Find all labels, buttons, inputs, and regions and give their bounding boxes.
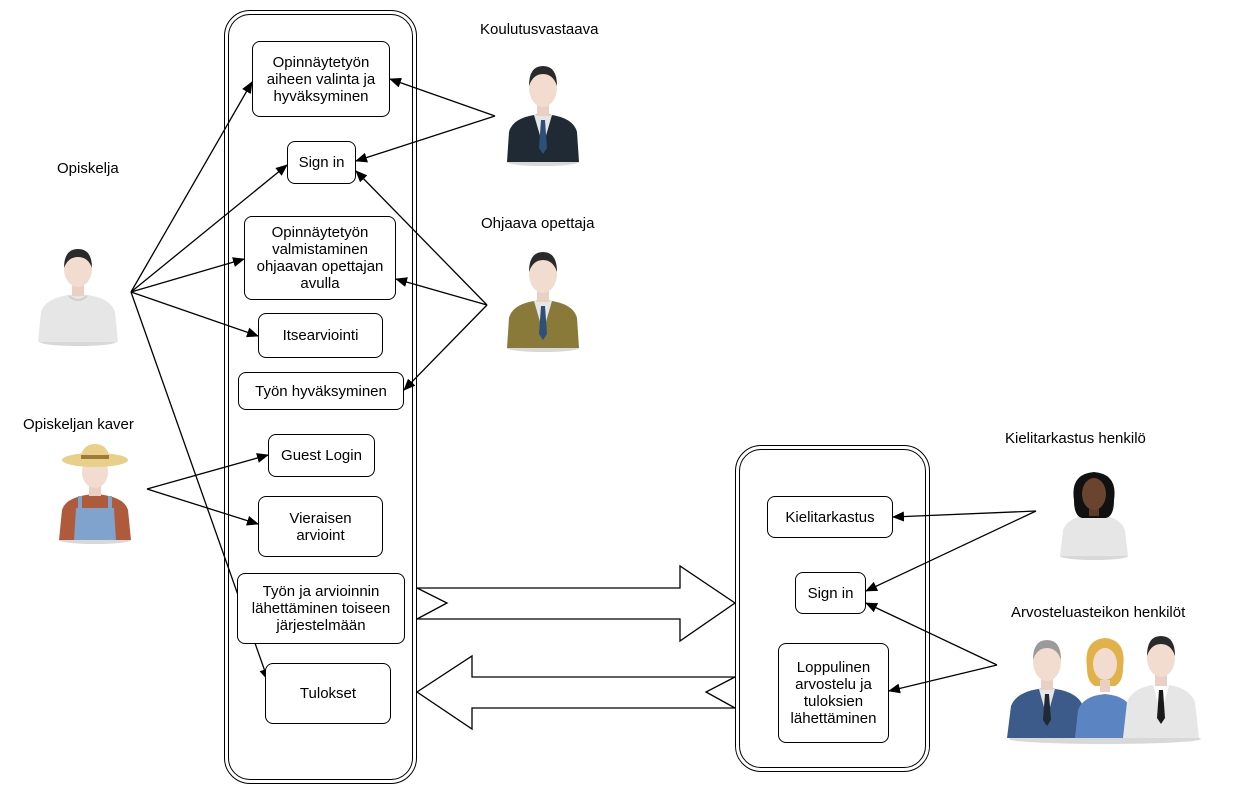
arrow-kielitarkastus-box <box>892 510 1037 522</box>
arrow-kaveri-guest <box>146 453 269 490</box>
arrow-kielitarkastus-signin <box>865 510 1037 592</box>
arrow-arvostelu-signin <box>865 602 998 666</box>
usecase-valmistaminen[interactable]: Opinnäytetyön valmistaminen ohjaavan ope… <box>244 216 396 300</box>
arrow-koulutusvastaava-signin <box>355 115 496 163</box>
usecase-lahettaminen[interactable]: Työn ja arvioinnin lähettäminen toiseen … <box>237 573 405 644</box>
usecase-signin-2[interactable]: Sign in <box>795 572 866 614</box>
block-arrow-to-system1 <box>415 654 736 731</box>
arrow-opiskelija-aihe <box>130 81 253 293</box>
actor-label-ohjaava: Ohjaava opettaja <box>481 215 595 232</box>
arrow-koulutusvastaava-aihe <box>389 77 496 117</box>
arrow-opiskelija-signin <box>130 164 288 293</box>
block-arrow-to-system2 <box>416 564 737 643</box>
arrow-opiskelija-itsearviointi <box>130 291 259 338</box>
person-ohjaava-opettaja-icon <box>507 252 579 352</box>
usecase-tulokset[interactable]: Tulokset <box>265 663 391 724</box>
person-koulutusvastaava-icon <box>507 66 579 166</box>
person-kielitarkastus-icon <box>1060 472 1128 560</box>
actor-label-opiskelija: Opiskelja <box>57 160 119 177</box>
arrow-ohjaava-signin <box>355 170 488 306</box>
arrow-ohjaava-hyvaksyminen <box>403 304 488 391</box>
actor-label-kielitarkastus: Kielitarkastus henkilö <box>1005 430 1146 447</box>
usecase-tyon-hyvaksyminen[interactable]: Työn hyväksyminen <box>238 372 404 410</box>
actor-label-kaveri: Opiskeljan kaver <box>23 416 134 433</box>
person-arvostelu-group-icon <box>1007 636 1201 744</box>
usecase-aihe[interactable]: Opinnäytetyön aiheen valinta ja hyväksym… <box>252 41 390 117</box>
usecase-vieraisen-arvioint[interactable]: Vieraisen arvioint <box>258 496 383 557</box>
arrow-ohjaava-valmistaminen <box>395 277 488 306</box>
actor-label-koulutusvastaava: Koulutusvastaava <box>480 21 599 38</box>
arrow-arvostelu-loppulinen <box>888 664 998 694</box>
usecase-guest-login[interactable]: Guest Login <box>268 434 375 477</box>
person-opiskelija-icon <box>38 249 118 346</box>
usecase-kielitarkastus[interactable]: Kielitarkastus <box>767 496 893 538</box>
usecase-loppulinen[interactable]: Loppulinen arvostelu ja tuloksien lähett… <box>778 643 889 743</box>
system-boundary-1 <box>224 10 417 784</box>
arrow-opiskelija-valmistaminen <box>130 257 245 293</box>
arrow-kaveri-vieraisen <box>146 488 259 526</box>
usecase-signin-1[interactable]: Sign in <box>287 141 356 184</box>
usecase-itsearviointi[interactable]: Itsearviointi <box>258 313 383 358</box>
actor-label-arvostelu: Arvosteluasteikon henkilöt <box>1011 604 1186 621</box>
person-kaveri-icon <box>59 444 131 544</box>
system-boundary-2 <box>735 445 930 772</box>
